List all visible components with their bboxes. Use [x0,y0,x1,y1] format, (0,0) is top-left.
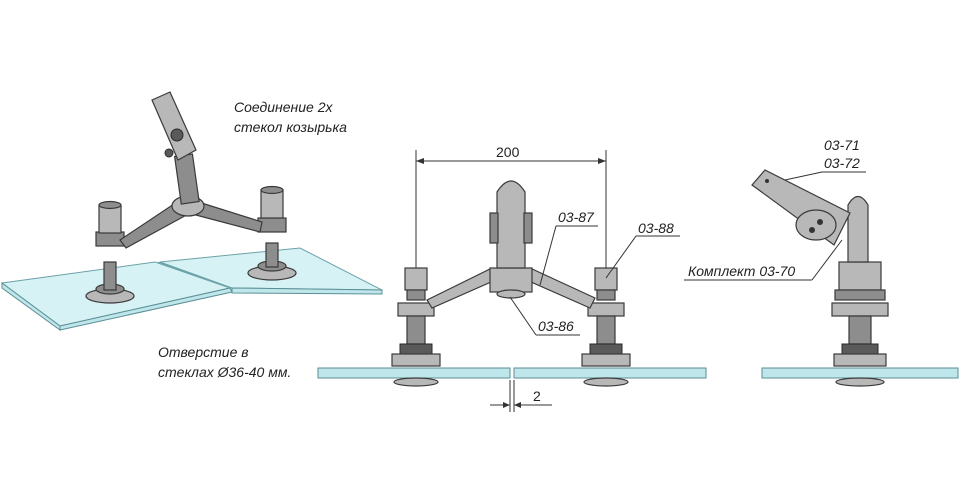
front-left-nut [397,302,435,317]
perspective-view [0,91,383,331]
side-pin-bottom [809,227,815,233]
side-swivel-post [847,195,869,263]
right-upper-head [260,189,284,219]
part-0371-label: 03-71 [824,137,860,153]
leader-0388-a [605,235,637,279]
front-left-head [404,267,428,291]
part-0388-label: 03-88 [638,220,674,236]
front-right-disc [581,353,631,367]
front-view: 200 2 03-87 [317,144,707,412]
leader-0387-a [539,225,557,286]
swivel-ear [151,91,197,161]
hole-label-line1: Отверстие в [158,344,249,360]
side-nut [831,302,889,317]
right-head-top [260,185,284,195]
hole-label-line2: стеклах Ø36-40 мм. [158,364,291,380]
front-left-neck [406,289,426,301]
side-hub [838,261,882,291]
front-right-washer [589,343,623,355]
side-swivel-knuckle [795,209,837,241]
dim-200-arrow-right [598,158,606,164]
kit-0370-label: Комплект 03-70 [688,263,795,279]
front-swivel-side-right [523,212,533,244]
swivel-post [173,153,200,205]
side-ear-hole [765,179,769,183]
side-glass [761,367,959,379]
connection-label-line2: стекол козырька [234,119,347,135]
dim-200-arrow-left [416,158,424,164]
left-lower-nut [95,231,125,247]
leader-0371-a [784,171,823,181]
glass-left-section [317,367,511,379]
glass-right-section [513,367,707,379]
front-left-bottom-disc [393,377,439,387]
front-swivel-side-left [489,212,499,244]
leader-0370-a [811,239,843,281]
front-right-bottom-disc [583,377,629,387]
glass-pane-right-edge [231,287,383,295]
swivel-pin [170,128,184,142]
swivel-bolt [164,148,174,158]
left-upper-head [98,204,122,234]
right-bolt [265,242,279,268]
side-bolt [848,315,872,345]
front-right-head [594,267,618,291]
front-left-bolt [406,315,426,345]
left-head-top [98,200,122,210]
side-view: 03-71 03-72 Комплект 03-70 [684,137,959,387]
side-pin-top [817,219,823,225]
dim-200-label: 200 [496,144,520,160]
side-washer [841,343,879,355]
side-disc [833,353,887,367]
front-right-bolt [596,315,616,345]
glass-joint [157,261,232,289]
side-hub-base [834,289,886,301]
part-0372-label: 03-72 [824,155,860,171]
front-hub [489,267,533,293]
front-left-disc [391,353,441,367]
front-left-washer [399,343,433,355]
connection-label-line1: Соединение 2х [234,99,333,115]
front-right-neck [596,289,616,301]
side-bottom-disc [835,377,885,387]
right-lower-nut [257,217,287,233]
part-0386-label: 03-86 [538,318,574,334]
dim-2-label: 2 [533,388,541,404]
leader-0386-a [509,296,537,336]
front-left-arm [426,267,501,309]
part-0387-label: 03-87 [558,209,595,225]
front-swivel-body [496,180,526,269]
front-hub-base [496,289,526,299]
left-bolt [103,261,117,291]
dim-2-arrow-left [503,402,510,408]
dim-2-arrow-right [514,402,521,408]
front-right-arm [521,267,596,309]
front-right-nut [587,302,625,317]
